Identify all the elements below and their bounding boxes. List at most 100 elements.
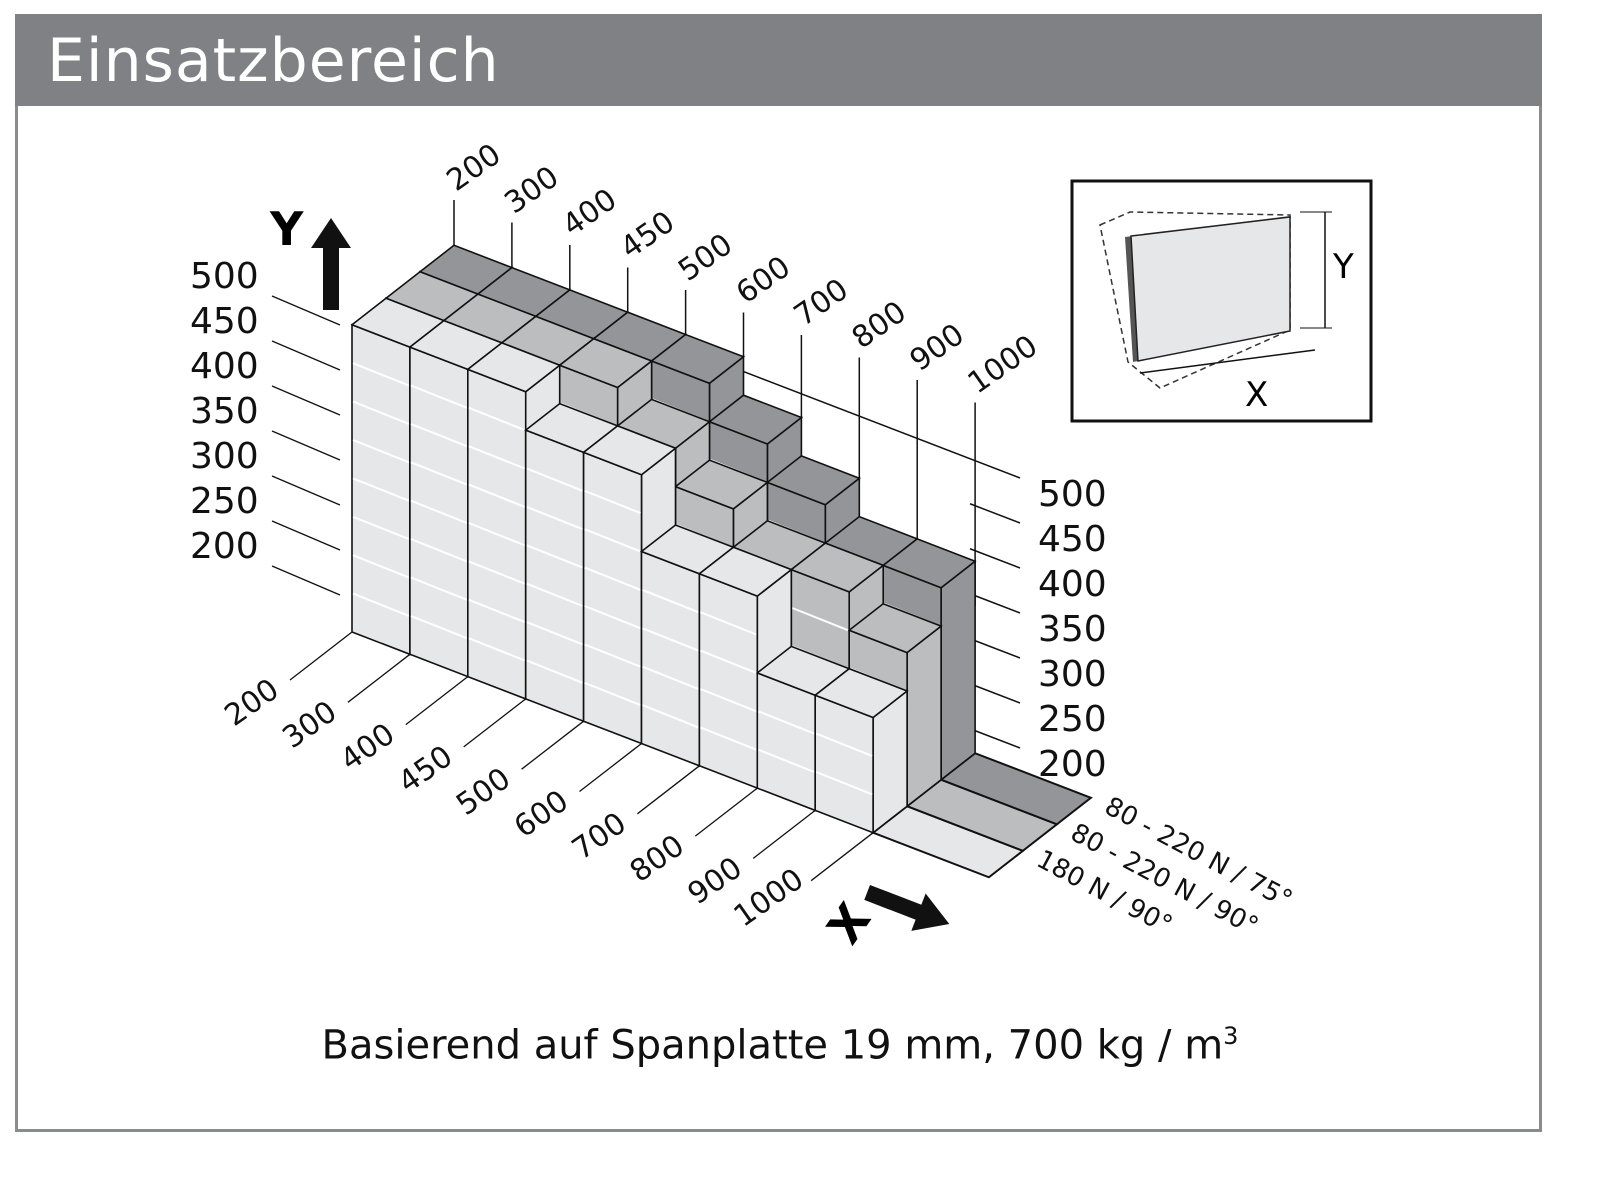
x-grid-line-bottom — [637, 765, 700, 815]
y-tick-label-left: 300 — [190, 436, 259, 477]
y-tick-label-left: 200 — [190, 526, 259, 567]
y-grid-line-right — [739, 369, 1021, 479]
x-tick-label-bottom: 600 — [508, 784, 575, 846]
header-bar: Einsatzbereich — [15, 14, 1542, 106]
cell-grid-line — [526, 505, 583, 531]
inset-x-label: X — [1245, 375, 1268, 415]
x-tick-label-bottom: 500 — [450, 761, 517, 823]
y-tick-label-right: 200 — [1038, 744, 1107, 785]
cell-grid-line — [410, 614, 468, 640]
x-grid-line-bottom — [752, 809, 816, 859]
cell-grid-line — [352, 439, 410, 464]
cell-grid-line — [526, 467, 583, 492]
cell-front-face — [582, 451, 643, 745]
y-axis-arrow-icon — [311, 218, 351, 310]
x-grid-line-bottom — [694, 787, 758, 837]
cell-grid-line — [352, 362, 410, 387]
y-grid-line-right — [969, 503, 1021, 524]
y-grid-line-left — [271, 475, 341, 506]
cell-grid-line — [757, 748, 815, 773]
cell-grid-line — [352, 515, 410, 541]
cell-grid-line — [352, 592, 410, 617]
cell-grid-line — [410, 384, 468, 409]
cell-top-face — [673, 459, 770, 510]
x-tick-label-top: 800 — [846, 295, 913, 357]
x-tick-label-bottom: 300 — [276, 694, 343, 756]
cell-grid-line — [700, 649, 757, 674]
y-grid-line-left — [271, 295, 341, 326]
cell-grid-line — [526, 621, 583, 646]
cell-grid-line — [468, 483, 526, 508]
cell-grid-line — [526, 659, 583, 684]
x-grid-line-bottom — [289, 631, 353, 681]
cell-grid-line — [642, 665, 699, 690]
x-axis-arrow-icon — [864, 885, 950, 931]
cell-top-face — [813, 667, 909, 719]
cell-top-face — [466, 341, 562, 393]
y-tick-label-right: 350 — [1038, 609, 1107, 650]
cell-grid-line — [700, 726, 757, 751]
cell-grid-line — [410, 576, 468, 601]
page-title: Einsatzbereich — [47, 26, 500, 96]
caption-superscript: 3 — [1223, 1022, 1239, 1050]
cell-side-face — [940, 559, 976, 782]
y-tick-label-left: 450 — [190, 301, 259, 342]
cell-top-face — [789, 542, 885, 593]
x-tick-label-top: 500 — [672, 227, 739, 289]
x-grid-line-bottom — [405, 676, 469, 726]
y-grid-line-right — [969, 728, 1021, 749]
y-grid-line-right — [969, 683, 1021, 704]
x-tick-label-top: 300 — [498, 160, 565, 222]
cell-top-face — [707, 394, 804, 445]
cell-front-face — [756, 671, 817, 812]
cell-grid-line — [584, 681, 641, 707]
range-cell — [813, 667, 909, 835]
x-tick-label-bottom: 700 — [566, 806, 633, 868]
x-tick-label-top: 450 — [614, 205, 681, 267]
cell-grid-line — [526, 544, 583, 569]
x-tick-label-top: 700 — [788, 272, 855, 334]
y-grid-line-left — [271, 385, 341, 416]
y-axis-label: Y — [269, 202, 304, 256]
y-tick-label-right: 500 — [1038, 474, 1107, 515]
x-tick-label-top: 600 — [730, 250, 797, 312]
cell-top-face — [847, 602, 943, 654]
cell-grid-line — [526, 582, 583, 607]
cell-grid-line — [410, 422, 468, 448]
cell-grid-line — [642, 627, 699, 652]
y-grid-line-left — [271, 430, 341, 461]
cell-grid-line — [468, 598, 526, 624]
cell-grid-line — [791, 607, 849, 632]
x-grid-line-bottom — [579, 742, 642, 793]
x-grid-line-bottom — [810, 832, 874, 882]
cell-top-face — [881, 537, 977, 589]
x-grid-line-bottom — [521, 720, 584, 770]
x-tick-label-bottom: 800 — [624, 828, 691, 890]
cell-grid-line — [468, 445, 526, 470]
cell-front-face — [814, 694, 874, 834]
cell-grid-line — [468, 522, 526, 547]
cell-grid-line — [642, 588, 699, 614]
cell-grid-line — [410, 538, 468, 563]
cell-front-face — [698, 572, 759, 790]
x-tick-label-bottom: 450 — [392, 739, 459, 801]
y-grid-line-right — [969, 593, 1021, 614]
x-tick-label-bottom: 200 — [219, 672, 286, 734]
cell-grid-line — [468, 406, 526, 432]
y-tick-label-left: 500 — [190, 256, 259, 297]
cell-grid-line — [815, 771, 873, 796]
inset-panel-diagram: Y X — [1070, 179, 1373, 423]
y-tick-label-left: 350 — [190, 391, 259, 432]
cell-top-face — [697, 546, 793, 598]
cell-side-face — [906, 624, 942, 808]
y-grid-line-left — [271, 520, 341, 551]
caption-text: Basierend auf Spanplatte 19 mm, 700 kg /… — [321, 1022, 1224, 1069]
cell-grid-line — [352, 477, 410, 502]
cell-grid-line — [584, 489, 641, 515]
y-tick-label-right: 300 — [1038, 654, 1107, 695]
cell-grid-line — [468, 560, 526, 585]
x-grid-line-bottom — [347, 653, 411, 703]
cell-grid-line — [352, 554, 410, 579]
cell-grid-line — [410, 461, 468, 486]
